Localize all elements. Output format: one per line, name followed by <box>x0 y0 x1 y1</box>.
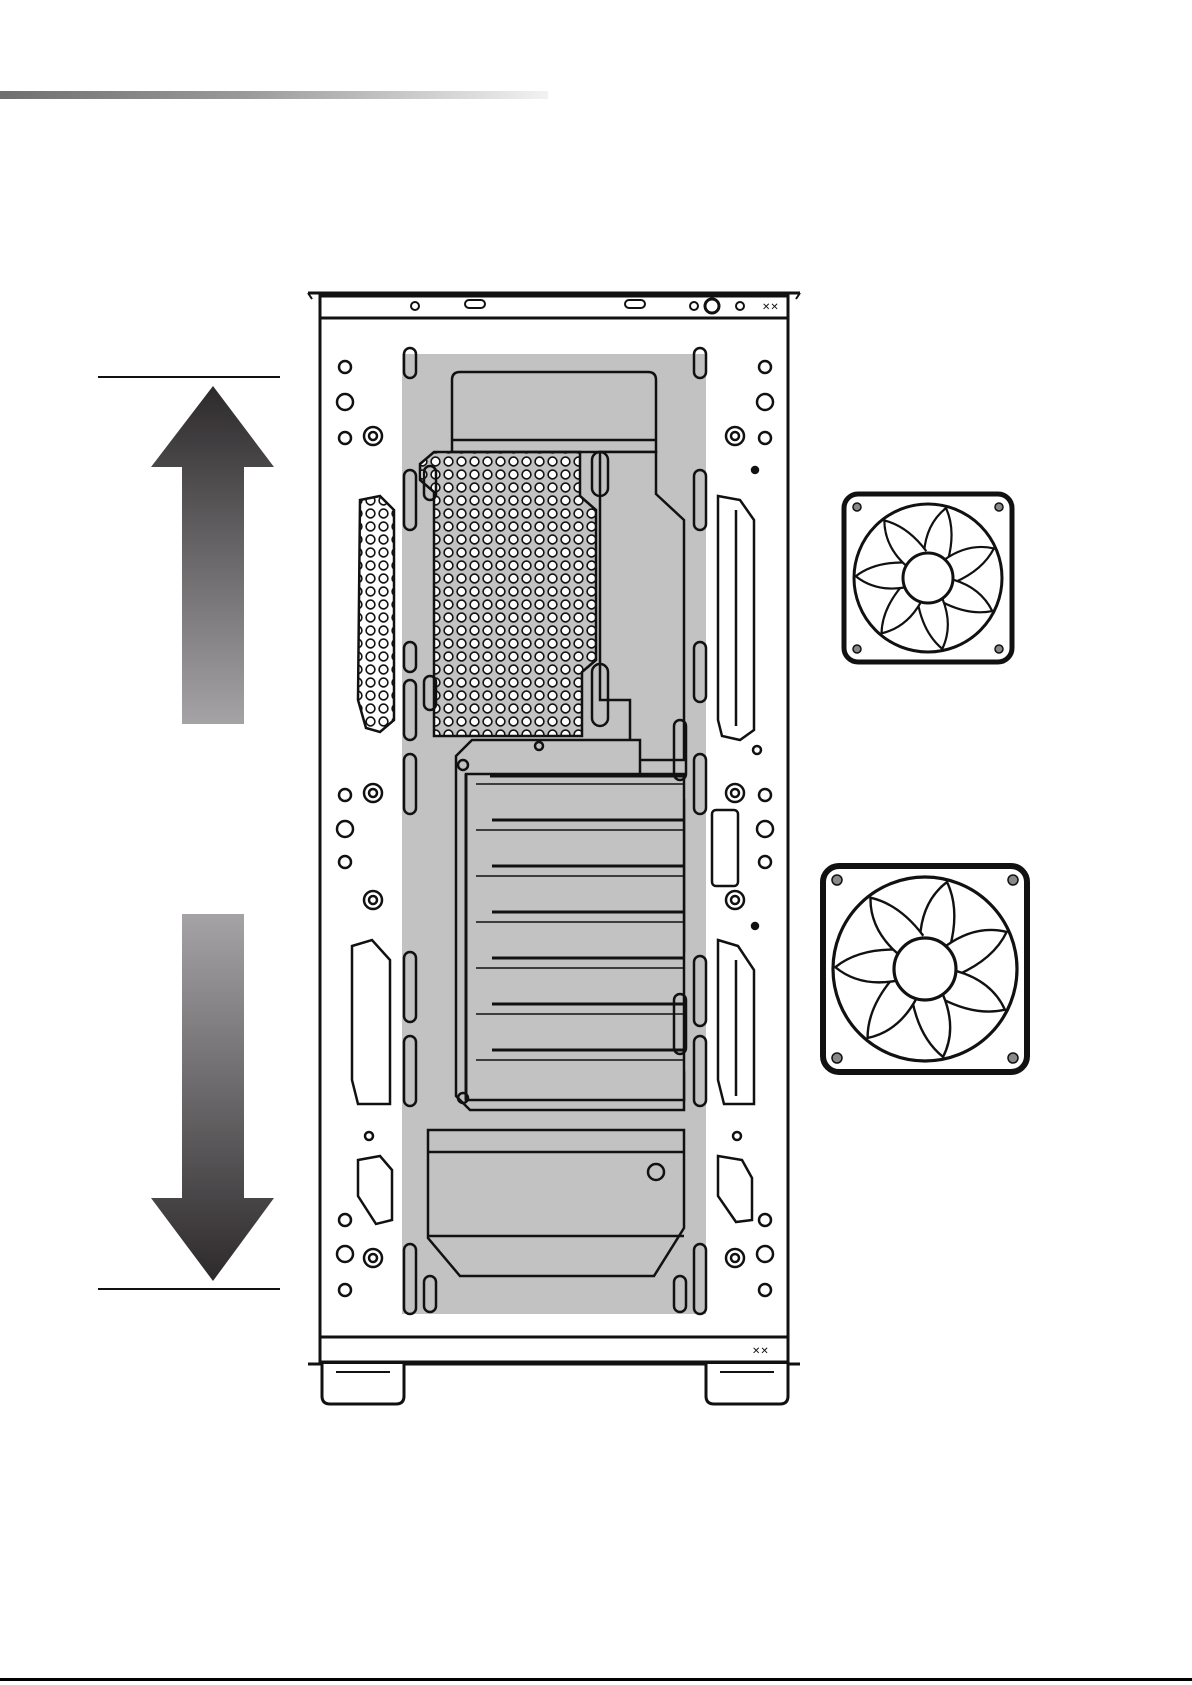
airflow-arrow-up <box>151 386 274 724</box>
fan-icon <box>823 866 1027 1072</box>
svg-text:✕✕: ✕✕ <box>762 302 779 313</box>
airflow-arrow-down <box>151 914 274 1281</box>
page-bottom-rule <box>0 1678 1192 1681</box>
svg-text:✕✕: ✕✕ <box>752 1346 769 1357</box>
fan-icon <box>844 494 1012 662</box>
